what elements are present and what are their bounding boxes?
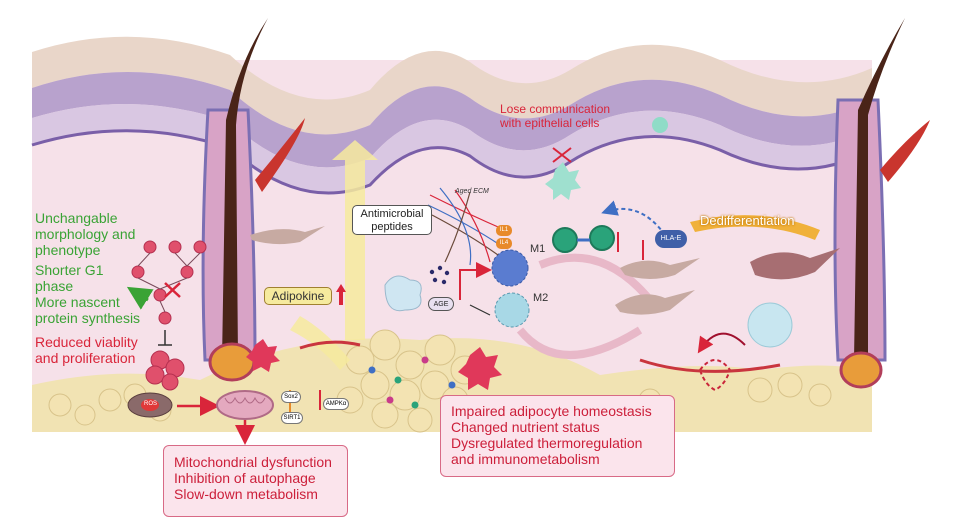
adipocyte-line-3: Dysregulated thermoregulation <box>451 435 643 451</box>
fibroblast-cluster <box>145 350 185 391</box>
mitochondrion-cristae <box>224 396 266 404</box>
arrector-muscle-right <box>880 120 930 182</box>
hair-bulb-right <box>839 351 883 389</box>
macrophage-blob <box>384 275 422 312</box>
inflammatory-cell <box>458 347 502 390</box>
dermal-fibroblast-left <box>250 226 325 245</box>
hair-bulb-left <box>208 342 256 382</box>
adipocyte-line-2: Changed nutrient status <box>451 419 600 435</box>
m2-inhibit <box>469 304 491 316</box>
adipose-precursor <box>747 302 793 348</box>
sirt1-badge: SIRT1 <box>281 412 303 424</box>
lose-communication-line-2: with epithelial cells <box>500 116 600 130</box>
mitochondria-effects-box: Mitochondrial dysfunction Inhibition of … <box>163 445 348 517</box>
il4-badge: IL4 <box>496 238 512 249</box>
green-note-3: phenotype <box>35 242 101 258</box>
inflammatory-cell-left <box>246 339 280 372</box>
mito-line-3: Slow-down metabolism <box>174 486 318 502</box>
dedifferentiation-label: Dedifferentiation <box>700 213 795 228</box>
stratum-corneum <box>32 36 872 135</box>
lost-communication-cross <box>552 147 572 163</box>
age-badge: AGE <box>428 297 454 311</box>
il1-badge: IL1 <box>496 225 512 236</box>
t-cell-right <box>589 225 615 251</box>
sox2-badge: Sox2 <box>281 391 301 403</box>
ros-badge <box>141 399 159 411</box>
adipocyte-cluster <box>48 329 832 433</box>
broken-adipocyte <box>698 359 732 392</box>
m1-macrophage <box>491 249 529 287</box>
myofibroblast <box>750 248 840 280</box>
m2-to-m1-loop <box>538 253 654 303</box>
green-note-6: More nascent <box>35 294 120 310</box>
adipocyte-effects-box: Impaired adipocyte homeostasis Changed n… <box>440 395 675 477</box>
fibroblast-division <box>131 240 207 325</box>
adipokine-up-arrow <box>339 291 343 305</box>
green-note-2: morphology and <box>35 226 136 242</box>
adipocyte-line-4: and immunometabolism <box>451 451 600 467</box>
m2-macrophage <box>494 292 530 328</box>
adipocyte-line-1: Impaired adipocyte homeostasis <box>451 403 652 419</box>
inhibit-line <box>158 330 172 346</box>
epidermis-purple-layer <box>32 71 872 168</box>
green-note-5: phase <box>35 278 74 294</box>
red-note-1: Reduced viablity <box>35 334 138 350</box>
blood-vessel-left <box>299 340 361 350</box>
dedifferentiation-arrow <box>690 215 820 240</box>
lose-communication-line-1: Lose communication <box>500 102 611 116</box>
blood-vessel-right <box>639 358 781 373</box>
hla-e-badge: HLA-E <box>655 230 687 248</box>
red-note-2: and proliferation <box>35 350 136 366</box>
adipokine-box: Adipokine <box>264 287 332 305</box>
m1-label: M1 <box>530 243 546 255</box>
fat-to-epidermis-arrow <box>332 140 378 340</box>
m2-label: M2 <box>533 292 549 304</box>
aged-ecm-label: Aged ECM <box>455 188 489 195</box>
mito-line-2: Inhibition of autophage <box>174 470 316 486</box>
red-curve-arrow <box>697 332 746 354</box>
mitochondrion <box>216 390 274 420</box>
mito-line-1: Mitochondrial dysfunction <box>174 454 332 470</box>
age-to-m1-arrow <box>459 262 492 300</box>
aged-ecm-fibers <box>427 187 506 266</box>
antimicrobial-line-2: peptides <box>371 221 413 233</box>
immune-dots <box>368 356 456 409</box>
m1-to-m2-loop <box>516 326 643 359</box>
green-note-7: protein synthesis <box>35 310 141 326</box>
particle-dots <box>429 265 450 285</box>
adipokine-up-arrowhead <box>336 284 346 292</box>
hla-feedback-arrow <box>601 200 666 236</box>
ros-label: ROS <box>144 401 158 407</box>
division-lines <box>137 252 201 313</box>
green-note-1: Unchangable <box>35 210 118 226</box>
green-arrow <box>126 286 154 310</box>
hair-shaft-left <box>222 18 268 360</box>
fibroblast-lower <box>615 290 695 315</box>
melanocyte-cell <box>545 162 581 200</box>
epidermal-cell-teal <box>652 117 668 133</box>
ampk-badge: AMPKα <box>323 398 349 410</box>
hair-shaft-right <box>854 18 905 360</box>
arrector-muscle-left <box>255 118 305 192</box>
antimicrobial-peptides-box: Antimicrobial peptides <box>352 205 432 235</box>
fibroblast-upper <box>620 258 700 279</box>
green-note-4: Shorter G1 <box>35 262 104 278</box>
blocked-cross <box>164 282 181 298</box>
t-cell-left <box>552 227 578 253</box>
antimicrobial-line-1: Antimicrobial <box>360 208 424 220</box>
